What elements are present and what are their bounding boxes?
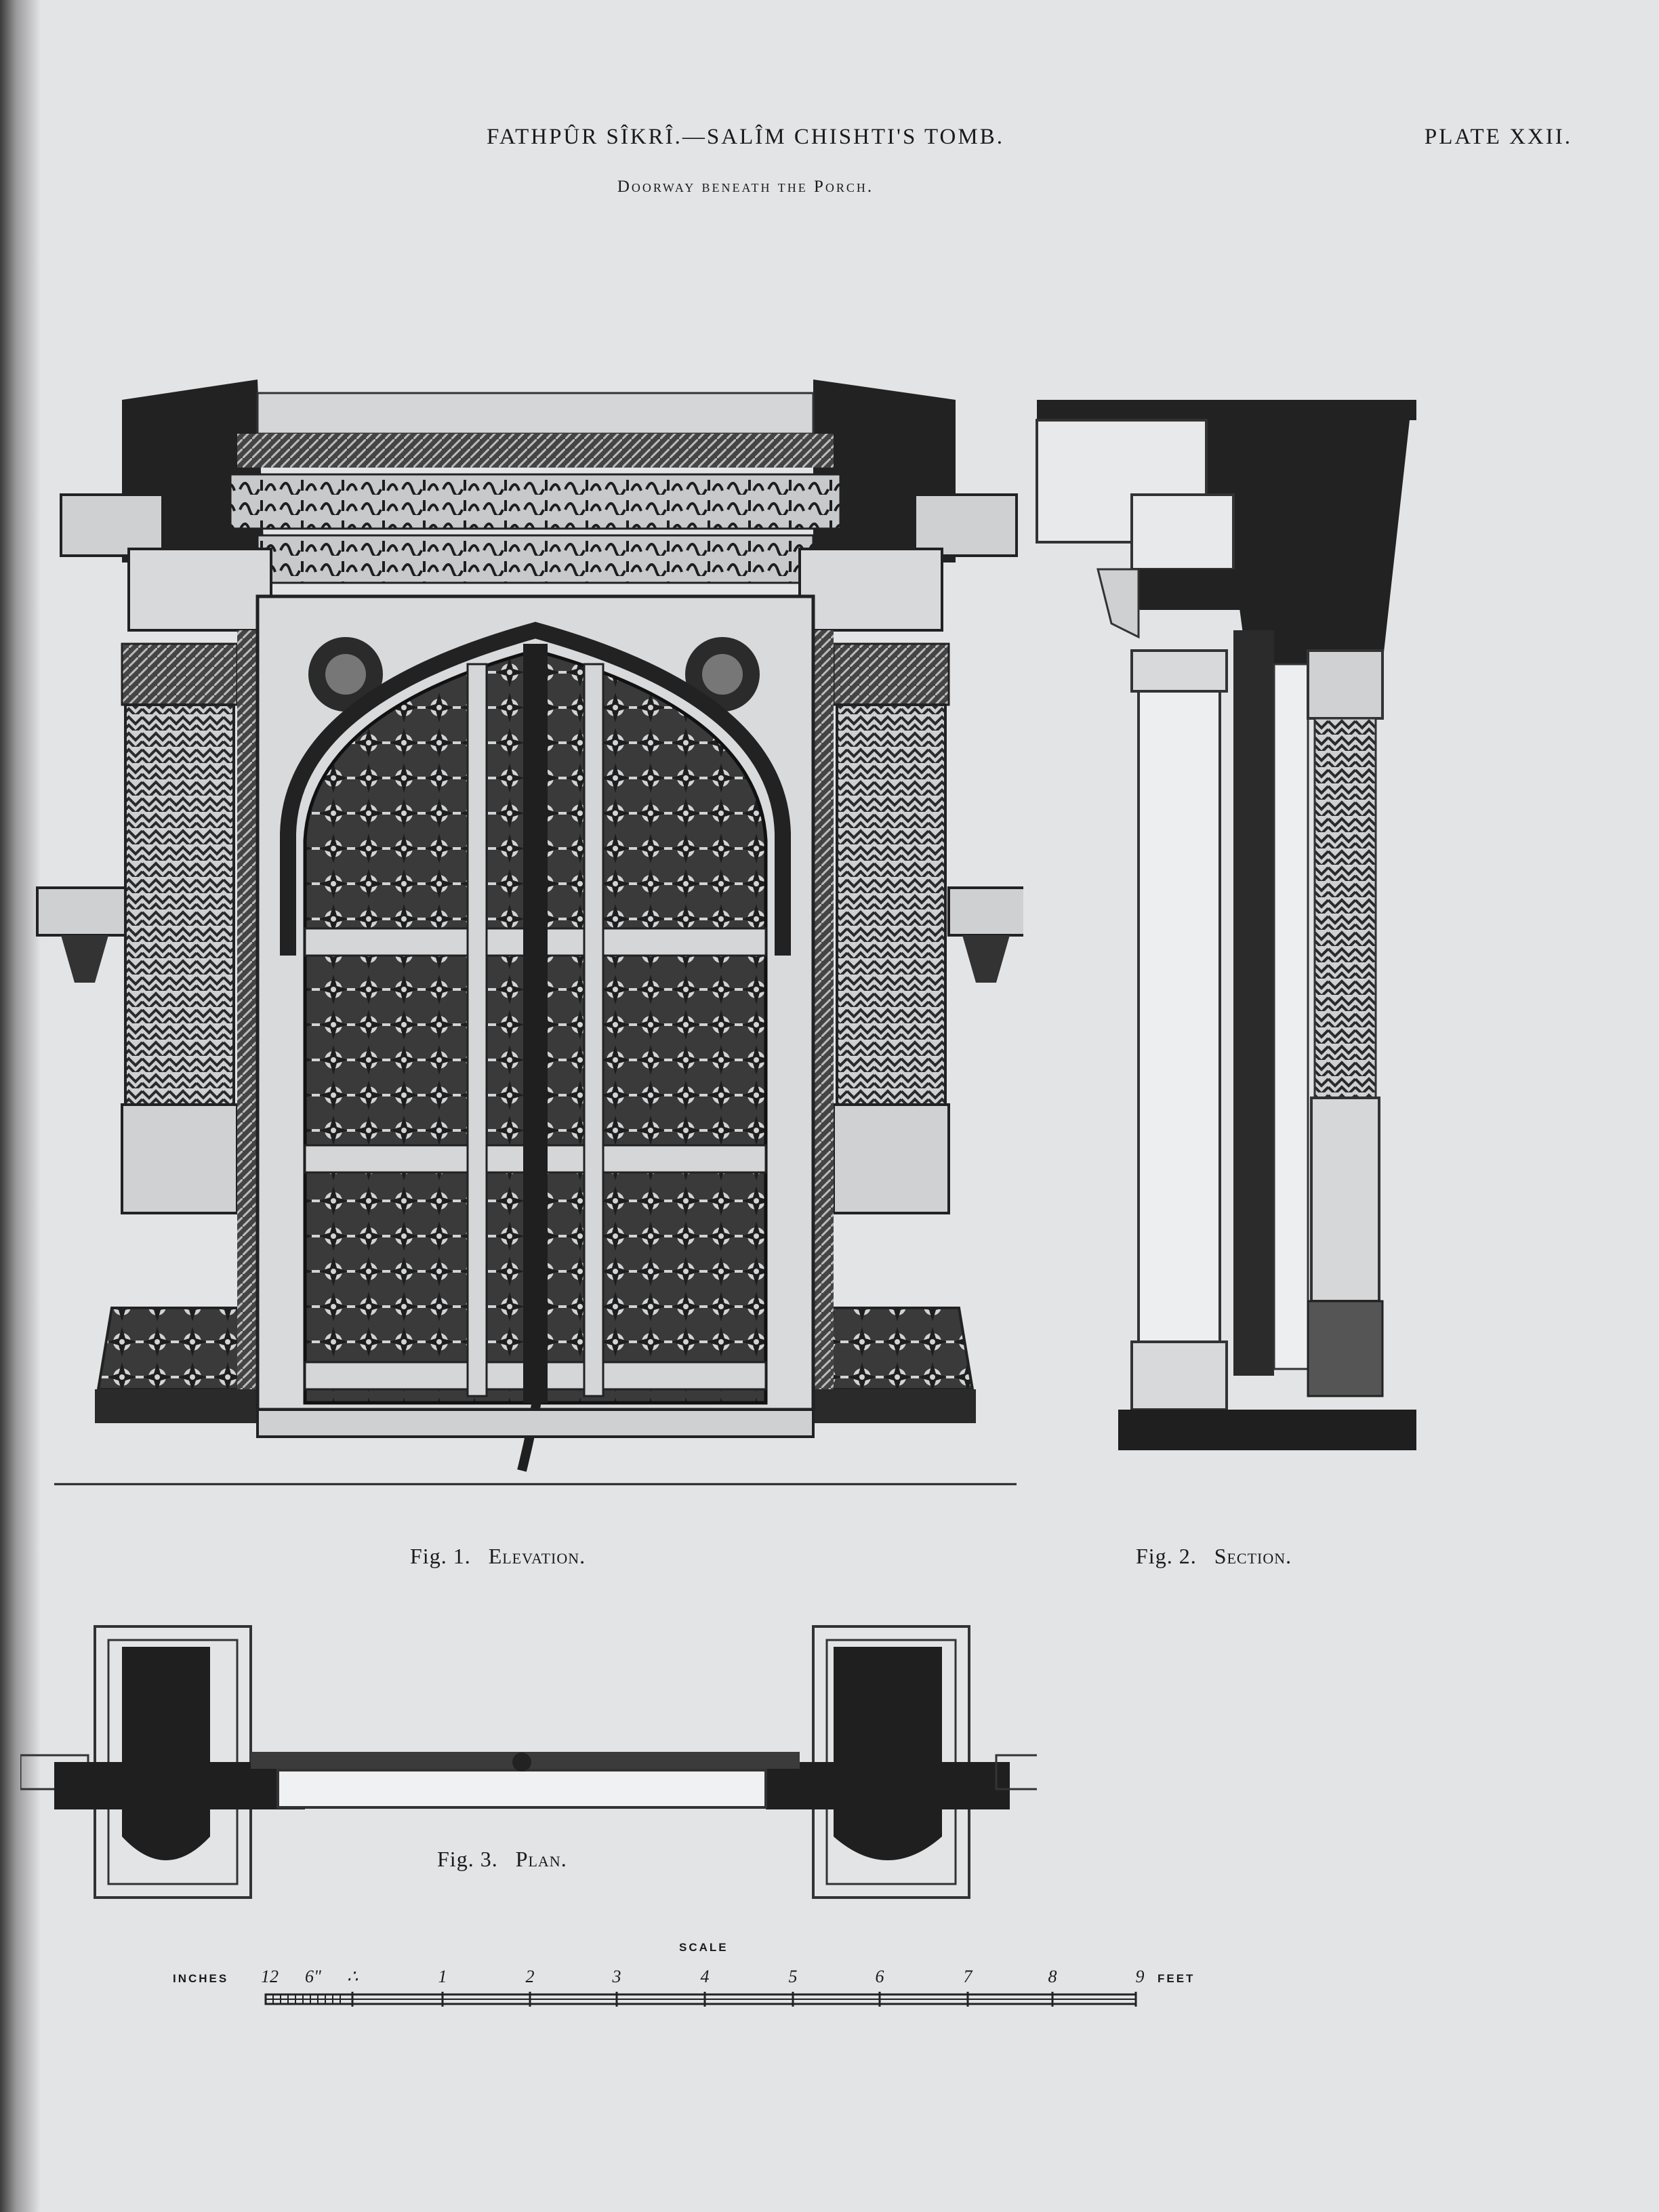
section-drawing xyxy=(1036,400,1416,1450)
fig3-number: Fig. 3. xyxy=(437,1847,498,1871)
scale-bar xyxy=(264,1992,1137,2007)
plate-number: PLATE XXII. xyxy=(1424,125,1572,149)
scale-foot-tick: 4 xyxy=(700,1967,710,1986)
fig2-number: Fig. 2. xyxy=(1136,1544,1197,1568)
elevation-drawing xyxy=(36,380,1023,1486)
scale-foot-tick: 5 xyxy=(788,1967,798,1986)
fig1-number: Fig. 1. xyxy=(410,1544,471,1568)
scale-title: SCALE xyxy=(679,1941,729,1954)
scale-foot-tick: 1 xyxy=(438,1967,447,1986)
scale-inch-tick: 12 xyxy=(261,1967,279,1986)
fig1-caption: Fig. 1. Elevation. xyxy=(410,1544,586,1569)
scale-foot-tick: 7 xyxy=(963,1967,972,1986)
fig2-caption: Fig. 2. Section. xyxy=(1136,1544,1292,1569)
fig3-name: Plan. xyxy=(515,1847,567,1871)
scale-inch-tick: 6" xyxy=(305,1967,321,1986)
fig2-name: Section. xyxy=(1214,1544,1292,1568)
scale-foot-tick: 2 xyxy=(525,1967,535,1986)
scale-foot-tick: 3 xyxy=(612,1967,621,1986)
plate-title: FATHPÛR SÎKRÎ.—SALÎM CHISHTI'S TOMB. xyxy=(487,125,1004,149)
book-gutter-shadow xyxy=(0,0,41,2212)
scale-left-label: INCHES xyxy=(173,1972,229,1985)
scale-foot-tick: 6 xyxy=(875,1967,884,1986)
plan-drawing xyxy=(20,1625,1037,1899)
fig3-caption: Fig. 3. Plan. xyxy=(437,1847,567,1872)
scale-right-label: FEET xyxy=(1158,1972,1195,1985)
plate-subtitle: Doorway beneath the Porch. xyxy=(617,178,874,196)
fig1-name: Elevation. xyxy=(488,1544,586,1568)
scale-dots: ∴ xyxy=(346,1967,359,1986)
scale-foot-tick: 8 xyxy=(1048,1967,1057,1986)
scale-foot-tick: 9 xyxy=(1135,1967,1145,1986)
